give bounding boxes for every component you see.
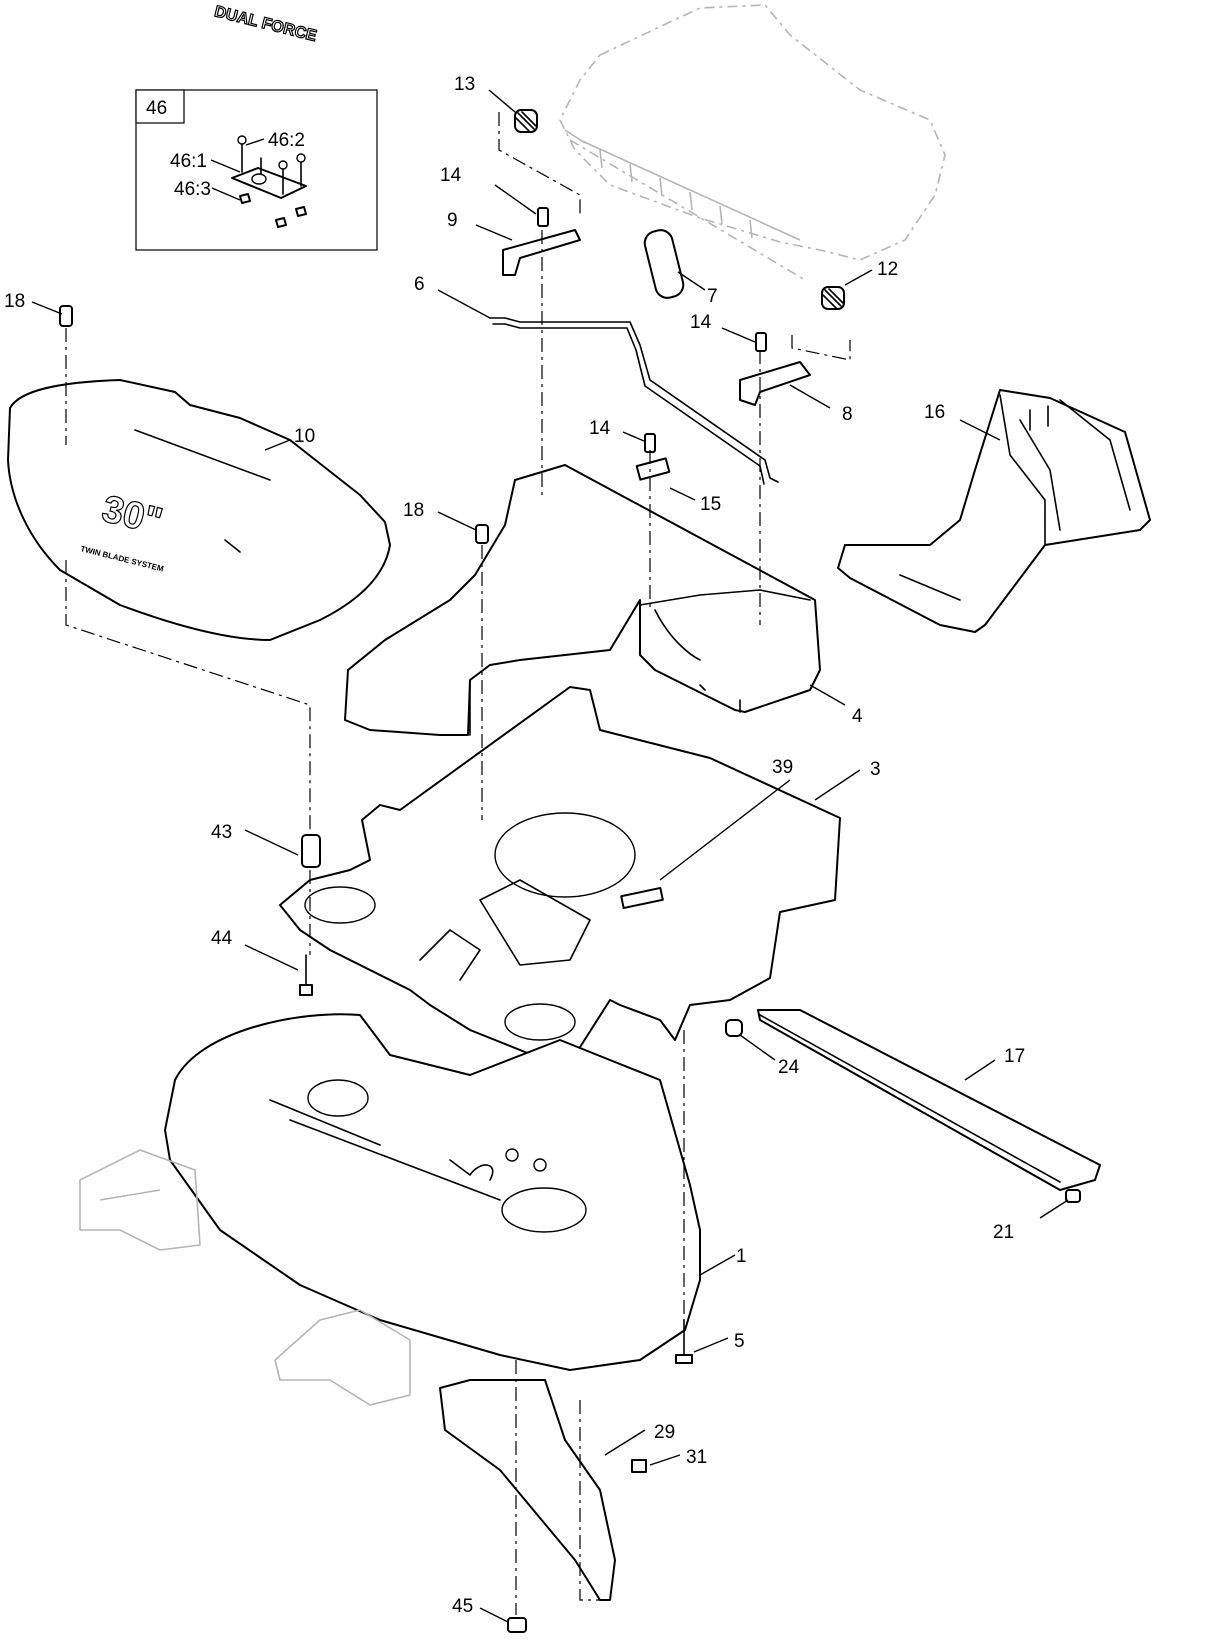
inset-label-box — [135, 89, 185, 124]
part-9-bracket — [502, 229, 581, 276]
callout-14-low: 14 — [589, 418, 611, 439]
callout-4: 4 — [852, 706, 863, 727]
part-17-rail — [757, 1009, 1101, 1191]
wheel-bracket-ghost-left — [79, 1149, 201, 1251]
callout-31: 31 — [686, 1447, 707, 1468]
callout-13: 13 — [454, 74, 475, 95]
callout-7: 7 — [707, 286, 718, 307]
part-16-chute — [837, 389, 1151, 633]
callout-24: 24 — [778, 1057, 800, 1078]
fasteners — [59, 207, 1081, 1633]
callout-18-left: 18 — [4, 291, 25, 312]
callout-10: 10 — [294, 426, 315, 447]
callout-45: 45 — [452, 1596, 473, 1617]
callout-21: 21 — [993, 1222, 1014, 1243]
bumper-plate — [231, 167, 307, 199]
callout-29: 29 — [654, 1422, 675, 1443]
callout-46-3: 46:3 — [174, 179, 211, 200]
callout-leaders — [31, 89, 1069, 1623]
callout-18-mid: 18 — [403, 500, 424, 521]
part-13-spring — [514, 109, 538, 133]
callout-8: 8 — [842, 404, 853, 425]
callout-14-top: 14 — [440, 165, 462, 186]
callout-12: 12 — [877, 259, 898, 280]
callout-46-2: 46:2 — [268, 130, 305, 151]
callout-1: 1 — [736, 1246, 747, 1267]
callout-17: 17 — [1004, 1046, 1025, 1067]
callout-3: 3 — [870, 759, 881, 780]
part-29-guard — [439, 1379, 616, 1601]
grass-bag-ghost — [559, 4, 946, 281]
part-12-spring — [821, 286, 845, 310]
callout-15: 15 — [700, 494, 721, 515]
callout-5: 5 — [734, 1331, 745, 1352]
part-7-grip — [643, 229, 685, 299]
inset-label: 46 — [146, 98, 167, 119]
assembly-lines — [65, 112, 851, 1615]
callout-14-mid: 14 — [690, 312, 712, 333]
callout-44: 44 — [211, 928, 233, 949]
inset-46: 46 46:1 46:2 46:3 — [135, 89, 378, 251]
callout-43: 43 — [211, 822, 232, 843]
callout-46-1: 46:1 — [170, 151, 207, 172]
callout-numbers: 13 14 9 6 7 12 14 8 18 10 16 14 15 18 4 … — [4, 74, 1025, 1617]
callout-39: 39 — [772, 757, 793, 778]
callout-16: 16 — [924, 402, 945, 423]
part-3-frame — [279, 686, 841, 1061]
wheel-bracket-ghost-bottom — [274, 1309, 411, 1406]
part-8-bracket — [739, 361, 811, 406]
part-1-deck — [164, 1013, 701, 1371]
logo-line1: DUAL FORCE — [213, 3, 319, 45]
part-6-rod — [489, 317, 779, 485]
callout-9: 9 — [447, 210, 458, 231]
callout-6: 6 — [414, 274, 425, 295]
